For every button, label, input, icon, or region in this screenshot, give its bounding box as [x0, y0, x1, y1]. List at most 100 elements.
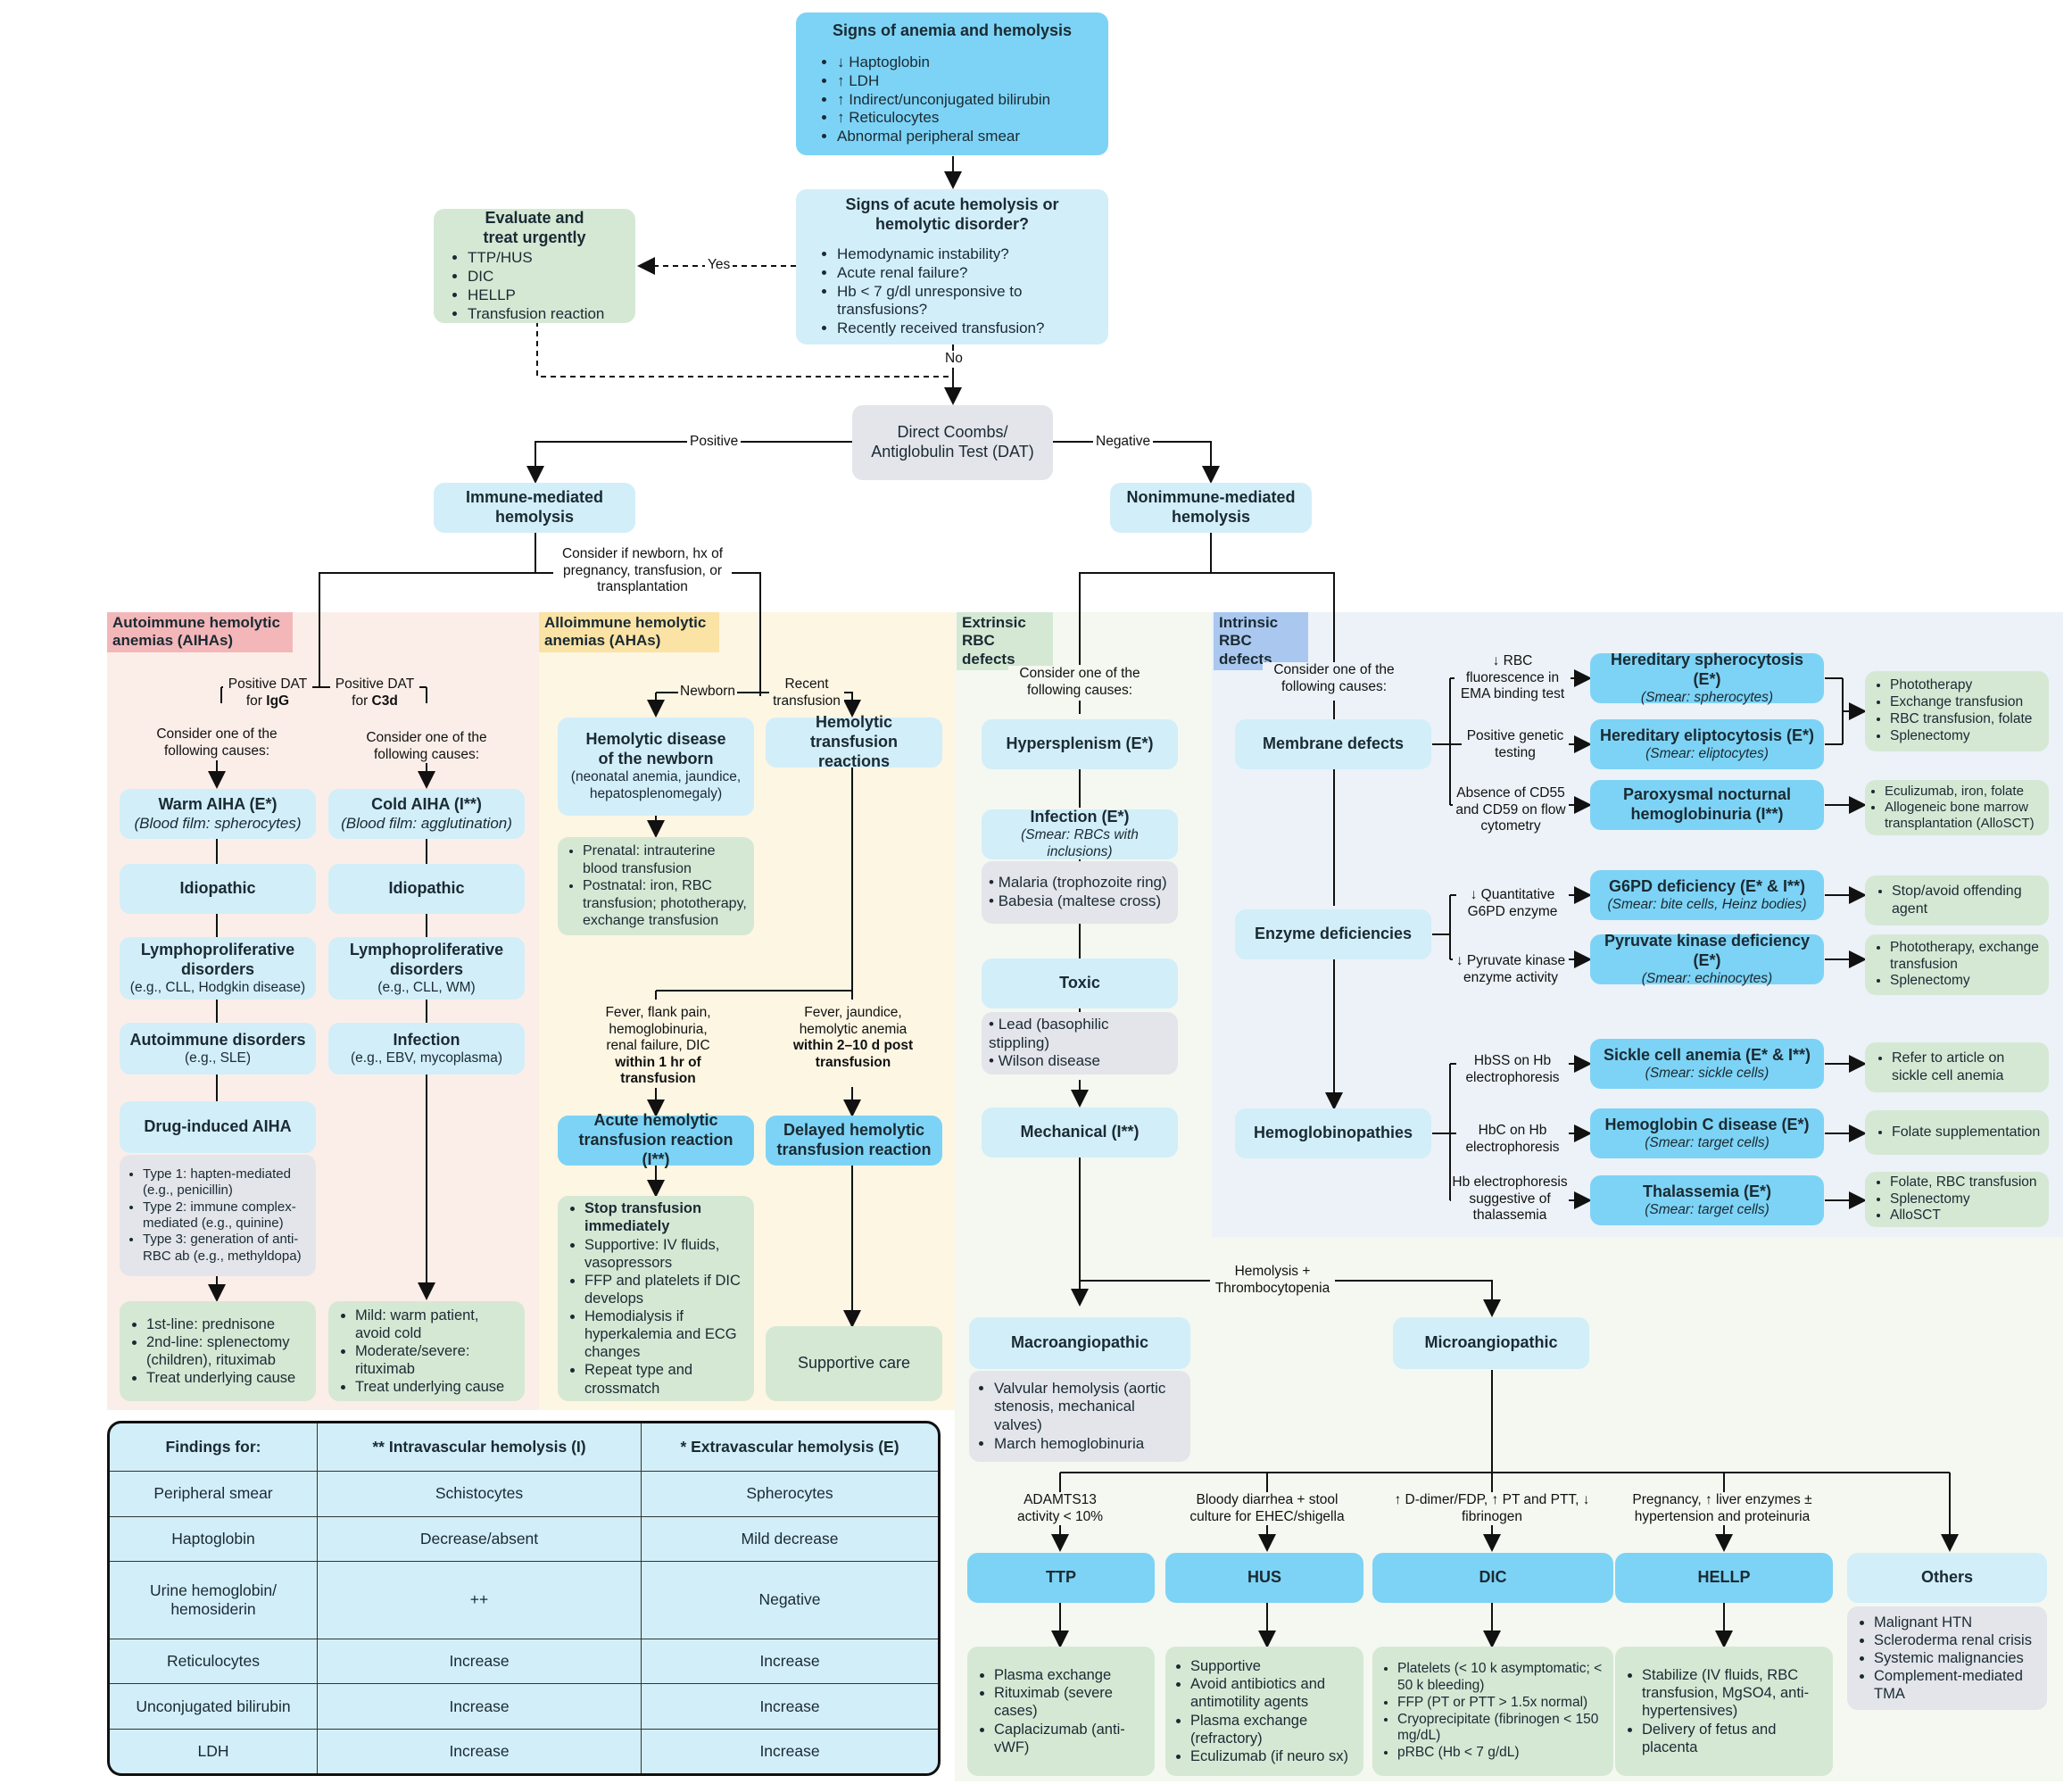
- toxic-list-box: • Lead (basophilic stippling) • Wilson d…: [982, 1012, 1178, 1075]
- dat-c3d-text: Positive DAT for: [335, 676, 415, 709]
- thal-tx-item: AlloSCT: [1890, 1207, 2037, 1224]
- consider-one-intrinsic: Consider one of the following causes:: [1263, 662, 1405, 696]
- acute-hemolysis-box: Signs of acute hemolysis or hemolytic di…: [796, 189, 1108, 344]
- drug-type-item: Type 3: generation of anti-RBC ab (e.g.,…: [143, 1232, 311, 1265]
- macroangiopathic-box: Macroangiopathic: [969, 1317, 1190, 1369]
- cold-lympho-title: Lymphoproliferative disorders: [349, 940, 504, 978]
- toxic-wilson: Wilson disease: [998, 1052, 1101, 1070]
- table-header: Findings for:: [110, 1423, 318, 1472]
- sickle-sub: (Smear: sickle cells): [1645, 1065, 1769, 1081]
- thal-title: Thalassemia (E*): [1642, 1182, 1772, 1200]
- consider-one-warm: Consider one of the following causes:: [145, 726, 288, 760]
- dhtr-criteria-text: Fever, jaundice, hemolytic anemia: [799, 1005, 908, 1037]
- table-cell: Reticulocytes: [110, 1639, 318, 1685]
- toxic-list-item: • Lead (basophilic stippling): [989, 1015, 1109, 1051]
- cold-tx-item: Moderate/severe: rituximab: [355, 1342, 518, 1378]
- ttp-tx-item: Caplacizumab (anti-vWF): [994, 1721, 1148, 1756]
- table-cell: Spherocytes: [642, 1472, 938, 1517]
- ahtr-treatment-box: Stop transfusion immediately Supportive:…: [558, 1196, 754, 1401]
- hbc-label: HbC on Hb electrophoresis: [1456, 1123, 1569, 1157]
- table-cell: Negative: [642, 1562, 938, 1639]
- thal-tx-item: Splenectomy: [1890, 1191, 2037, 1208]
- sickle-box: Sickle cell anemia (E* & I**) (Smear: si…: [1590, 1039, 1824, 1089]
- urgent-item: HELLP: [468, 286, 604, 305]
- table-header: * Extravascular hemolysis (E): [642, 1423, 938, 1472]
- warm-aiha-sub: (Blood film: spherocytes): [134, 814, 302, 832]
- genetic-label: Positive genetic testing: [1462, 728, 1569, 762]
- extrinsic-infection-box: Infection (E*) (Smear: RBCs with inclusi…: [982, 808, 1178, 859]
- others-list-box: Malignant HTN Scleroderma renal crisis S…: [1847, 1606, 2047, 1710]
- pk-tx-list: Phototherapy, exchange transfusion Splen…: [1870, 940, 2043, 991]
- pk-box: Pyruvate kinase deficiency (E*) (Smear: …: [1590, 932, 1824, 986]
- hdn-treatment-box: Prenatal: intrauterine blood transfusion…: [558, 837, 754, 935]
- hbc-tx-item: Folate supplementation: [1892, 1124, 2040, 1141]
- adamts-label: ADAMTS13 activity < 10%: [1008, 1492, 1112, 1526]
- warm-idiopathic-box: Idiopathic: [120, 864, 316, 914]
- signs-title: Signs of anemia and hemolysis: [832, 21, 1073, 40]
- ddimer-label: ↑ D-dimer/FDP, ↑ PT and PTT, ↓ fibrinoge…: [1394, 1492, 1590, 1526]
- ahtr-criteria-text: Fever, flank pain, hemoglobinuria, renal…: [605, 1005, 711, 1054]
- dat-box: Direct Coombs/ Antiglobulin Test (DAT): [852, 405, 1053, 480]
- warm-tx-list: 1st-line: prednisone 2nd-line: splenecto…: [127, 1315, 309, 1388]
- ttp-tx-item: Plasma exchange: [994, 1666, 1148, 1684]
- membrane-tx-item: Splenectomy: [1890, 728, 2032, 745]
- ahtr-tx-item: Hemodialysis if hyperkalemia and ECG cha…: [584, 1307, 747, 1361]
- membrane-tx-list: Phototherapy Exchange transfusion RBC tr…: [1870, 677, 2032, 745]
- toxic-box: Toxic: [982, 958, 1178, 1008]
- positive-label: Positive: [687, 434, 742, 451]
- hus-tx-item: Plasma exchange (refractory): [1190, 1712, 1358, 1747]
- cold-idiopathic-box: Idiopathic: [328, 864, 525, 914]
- table-header: ** Intravascular hemolysis (I): [318, 1423, 642, 1472]
- cold-treatment-box: Mild: warm patient, avoid cold Moderate/…: [328, 1301, 525, 1401]
- cold-lympho-sub: (e.g., CLL, WM): [377, 979, 476, 995]
- thal-box: Thalassemia (E*) (Smear: target cells): [1590, 1175, 1824, 1225]
- ehec-label: Bloody diarrhea + stool culture for EHEC…: [1176, 1492, 1358, 1526]
- table-row: Peripheral smear Schistocytes Spherocyte…: [110, 1472, 938, 1517]
- nonimmune-mediated-box: Nonimmune-mediated hemolysis: [1110, 483, 1312, 533]
- urgent-item: TTP/HUS: [468, 249, 604, 268]
- hellp-tx-list: Stabilize (IV fluids, RBC transfusion, M…: [1622, 1666, 1826, 1756]
- aiha-section-title: Autoimmune hemolytic anemias (AIHAs): [107, 612, 293, 652]
- thal-tx-list: Folate, RBC transfusion Splenectomy Allo…: [1870, 1174, 2037, 1225]
- warm-lympho-sub: (e.g., CLL, Hodgkin disease): [129, 979, 306, 995]
- ahtr-tx-item: Stop transfusion immediately: [584, 1199, 747, 1235]
- macro-list: Valvular hemolysis (aortic stenosis, mec…: [974, 1380, 1185, 1454]
- hdn-box: Hemolytic disease of the newborn (neonat…: [558, 718, 754, 816]
- g6pd-treatment-box: Stop/avoid offending agent: [1865, 875, 2049, 925]
- drug-induced-box: Drug-induced AIHA: [120, 1101, 316, 1153]
- dic-tx-item: FFP (PT or PTT > 1.5x normal): [1397, 1695, 1608, 1712]
- g6pd-tx-item: Stop/avoid offending agent: [1892, 883, 2042, 917]
- dhtr-time-text: within 2–10 d post transfusion: [792, 1038, 914, 1070]
- hbc-title: Hemoglobin C disease (E*): [1604, 1115, 1810, 1133]
- recent-transfusion-label: Recent transfusion: [769, 676, 844, 710]
- signs-item: ↑ LDH: [837, 72, 1050, 91]
- thal-treatment-box: Folate, RBC transfusion Splenectomy Allo…: [1865, 1172, 2049, 1227]
- urgent-list: TTP/HUS DIC HELLP Transfusion reaction: [448, 249, 604, 323]
- dic-tx-list: Platelets (< 10 k asymptomatic; < 50 k b…: [1378, 1661, 1608, 1762]
- hus-box: HUS: [1165, 1553, 1363, 1603]
- pk-test-label: ↓ Pyruvate kinase enzyme activity: [1453, 953, 1569, 987]
- pnh-tx-list: Eculizumab, iron, folate Allogeneic bone…: [1869, 784, 2045, 833]
- table-cell: Unconjugated bilirubin: [110, 1684, 318, 1730]
- table-cell: LDH: [110, 1729, 318, 1773]
- cold-aiha-sub: (Blood film: agglutination): [341, 814, 512, 832]
- hus-tx-item: Eculizumab (if neuro sx): [1190, 1747, 1358, 1765]
- acute-item: Hb < 7 g/dl unresponsive to transfusions…: [837, 283, 1087, 319]
- extrinsic-infection-title: Infection (E*): [1030, 808, 1130, 826]
- findings-table: Findings for: ** Intravascular hemolysis…: [107, 1421, 941, 1776]
- hs-box: Hereditary spherocytosis (E*) (Smear: sp…: [1590, 651, 1824, 705]
- g6pd-tx-list: Stop/avoid offending agent: [1872, 883, 2042, 917]
- cold-tx-item: Treat underlying cause: [355, 1378, 518, 1396]
- hus-treatment-box: Supportive Avoid antibiotics and antimot…: [1165, 1647, 1363, 1776]
- table-cell: Increase: [318, 1639, 642, 1685]
- enzyme-deficiencies-box: Enzyme deficiencies: [1235, 909, 1431, 959]
- cold-tx-list: Mild: warm patient, avoid cold Moderate/…: [336, 1307, 518, 1397]
- toxic-lead: Lead (basophilic stippling): [989, 1015, 1109, 1051]
- signs-item: ↓ Haptoglobin: [837, 54, 1050, 72]
- cold-infection-sub: (e.g., EBV, mycoplasma): [351, 1050, 502, 1066]
- microangiopathic-box: Microangiopathic: [1393, 1317, 1589, 1369]
- pk-tx-item: Phototherapy, exchange transfusion: [1890, 940, 2043, 974]
- ttp-box: TTP: [967, 1553, 1155, 1603]
- hypersplenism-box: Hypersplenism (E*): [982, 719, 1178, 769]
- sickle-tx-list: Refer to article on sickle cell anemia: [1872, 1050, 2042, 1084]
